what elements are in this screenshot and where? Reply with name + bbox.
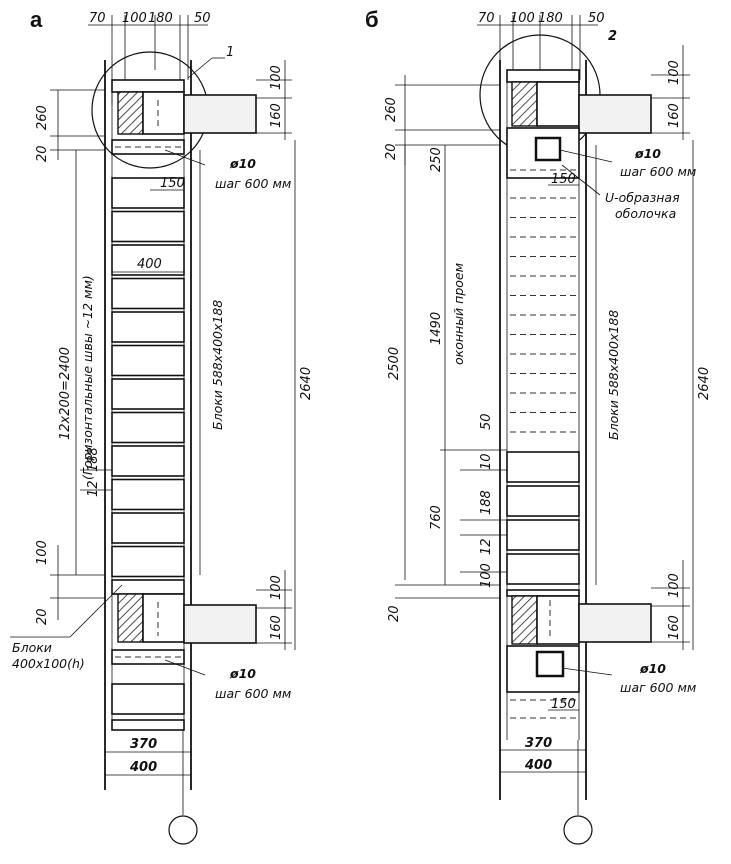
panel-b-rebar-step: шаг 600 мм — [620, 164, 696, 179]
panel-b-top-dim-50: 50 — [588, 11, 605, 26]
panel-a-upper-slab — [183, 94, 257, 134]
panel-a-block — [111, 478, 185, 511]
panel-a-block — [111, 177, 185, 209]
panel-a-small-blocks-line1: Блоки — [12, 640, 52, 655]
panel-b-left-dim-20b: 20 — [387, 605, 402, 622]
panel-a-rebar-step-2: шаг 600 мм — [215, 686, 291, 701]
panel-b-left-dim-2500: 2500 — [387, 347, 402, 380]
panel-a-rebar-upper: 150 — [160, 176, 185, 191]
panel-a-vertical-note: (Горизонтальные швы ~12 мм) — [80, 275, 95, 480]
panel-b-axis-bubble — [563, 815, 593, 845]
panel-b-block — [506, 485, 580, 517]
panel-a-letter: а — [30, 7, 43, 32]
panel-b-left-dim-260: 260 — [384, 97, 399, 122]
panel-b-letter: б — [365, 7, 379, 32]
panel-b-lower-dim-100: 100 — [479, 563, 494, 588]
panel-b-right-bottom-100: 100 — [667, 573, 682, 598]
panel-a-block — [111, 378, 185, 410]
panel-a-block-column — [111, 177, 185, 578]
panel-b-top-dim-100: 100 — [510, 11, 535, 26]
panel-b-opening-label: оконный проем — [451, 263, 466, 365]
panel-a-axis-bubble — [168, 815, 198, 845]
panel-a-bottom-dim-400: 400 — [129, 760, 157, 775]
panel-b-callout: 2 — [608, 29, 617, 44]
panel-a-small-blocks-line2: 400x100(h) — [12, 656, 85, 671]
panel-b-rebar-label-2: ø10 — [639, 661, 666, 676]
panel-a-top-dim-50: 50 — [194, 11, 211, 26]
panel-b-right-top-160: 160 — [667, 103, 682, 128]
panel-b-opening-height: 1490 — [429, 312, 444, 345]
panel-a-joint-dim-188: 188 — [86, 447, 101, 472]
panel-b-block — [506, 553, 580, 585]
panel-b-left-dim-250: 250 — [429, 147, 444, 172]
panel-b-lower-dim-760: 760 — [429, 505, 444, 530]
panel-b-right-bottom-160: 160 — [667, 615, 682, 640]
panel-b-left-dim-20: 20 — [384, 143, 399, 160]
panel-a-vertical-main: 12x200=2400 — [58, 347, 73, 440]
panel-a-block-width: 400 — [137, 257, 162, 272]
panel-a-block — [111, 411, 185, 444]
panel-b-top-dim-180: 180 — [538, 11, 563, 26]
panel-b-block-column — [506, 451, 580, 585]
panel-b-u-shell-line1: U-образная — [605, 190, 680, 205]
panel-b-lower-dim-50: 50 — [479, 413, 494, 430]
panel-a-rebar-step: шаг 600 мм — [215, 176, 291, 191]
panel-a-left-dim-20b: 20 — [35, 608, 50, 625]
panel-a-top-dim-180: 180 — [148, 11, 173, 26]
panel-b-total-height: 2640 — [697, 367, 712, 400]
panel-b-upper-slab — [578, 94, 652, 134]
panel-a-right-top-100: 100 — [269, 65, 284, 90]
panel-b-rebar-step-2: шаг 600 мм — [620, 680, 696, 695]
panel-a-block — [111, 311, 185, 343]
panel-a-block — [111, 277, 185, 310]
panel-b-blocks-label: Блоки 588x400x188 — [606, 310, 621, 440]
panel-a-lower-slab — [183, 604, 257, 644]
panel-a-joint-dim-12: 12 — [86, 480, 101, 497]
panel-a-left-dim-100: 100 — [35, 540, 50, 565]
panel-a-rebar-label: ø10 — [229, 156, 256, 171]
panel-b-block — [506, 451, 580, 483]
panel-b-rebar-lower: 150 — [551, 697, 576, 712]
panel-a-total-height: 2640 — [299, 367, 314, 400]
panel-a-block — [111, 344, 185, 377]
panel-a-block — [111, 512, 185, 544]
panel-a-rebar-label-2: ø10 — [229, 666, 256, 681]
panel-a-bottom-dim-370: 370 — [130, 737, 157, 752]
panel-a-block — [111, 545, 185, 578]
panel-a-blocks-label: Блоки 588x400x188 — [210, 300, 225, 430]
panel-a-block — [111, 445, 185, 477]
panel-b-bottom-dim-370: 370 — [525, 736, 552, 751]
panel-a-left-dim-20: 20 — [35, 145, 50, 162]
panel-b-lower-dim-10: 10 — [479, 453, 494, 470]
panel-b-rebar-label: ø10 — [634, 146, 661, 161]
panel-b-right-top-100: 100 — [667, 60, 682, 85]
panel-a: а 70 100 180 50 1 — [10, 7, 314, 845]
panel-a-right-top-160: 160 — [269, 103, 284, 128]
panel-b-lower-slab — [578, 603, 652, 643]
panel-b-bottom-dim-400: 400 — [524, 758, 552, 773]
panel-a-left-dim-260: 260 — [35, 105, 50, 130]
panel-a-right-bottom-100: 100 — [269, 575, 284, 600]
panel-b-lower-dim-12: 12 — [479, 538, 494, 555]
panel-a-block — [111, 244, 185, 276]
panel-b-u-shell-line2: оболочка — [615, 206, 676, 221]
panel-b-top-dim-70: 70 — [478, 11, 495, 26]
panel-a-callout: 1 — [226, 45, 234, 60]
panel-a-right-bottom-160: 160 — [269, 615, 284, 640]
panel-b-rebar-upper: 150 — [551, 172, 576, 187]
panel-b-block — [506, 519, 580, 551]
panel-b-lower-dim-188: 188 — [479, 490, 494, 515]
panel-a-top-dim-100: 100 — [122, 11, 147, 26]
panel-b-window-opening — [510, 197, 576, 433]
panel-a-block — [111, 210, 185, 243]
panel-a-top-dim-70: 70 — [89, 11, 106, 26]
panel-b: б 70 100 180 50 2 — [365, 7, 712, 845]
